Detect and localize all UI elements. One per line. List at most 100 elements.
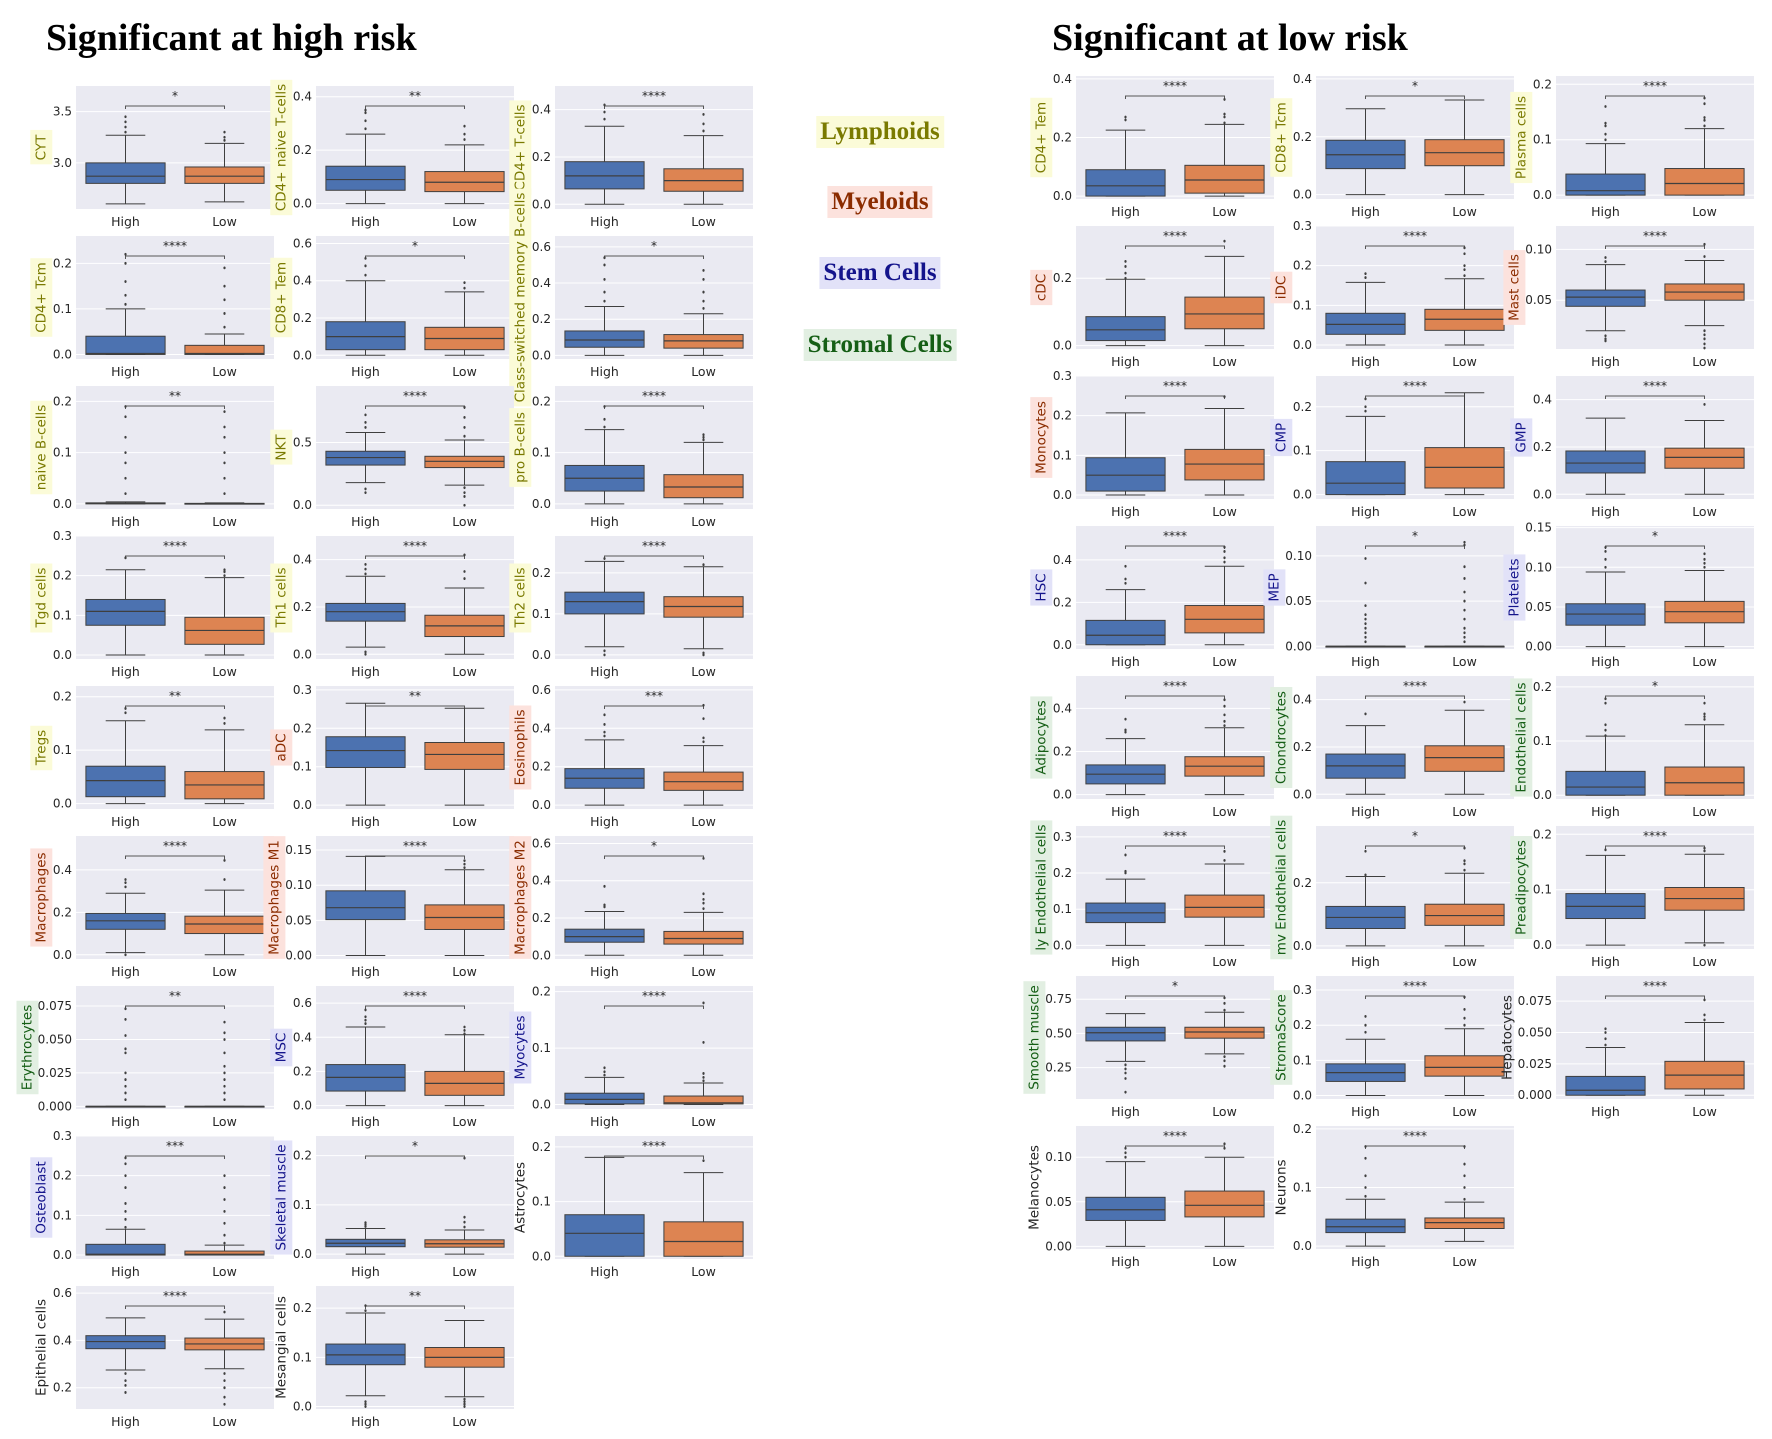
x-tick-label-low: Low	[452, 664, 477, 679]
outlier-point	[1703, 116, 1706, 119]
outlier-point	[223, 716, 226, 720]
box-high	[85, 556, 166, 656]
y-axis-label-text: CD4+ naive T-cells	[273, 84, 289, 211]
y-tick-label: 0.2	[1053, 595, 1072, 609]
y-axis-label: iDC	[1270, 271, 1293, 304]
x-tick-label-low: Low	[691, 664, 716, 679]
outlier-point	[124, 1078, 127, 1081]
category-highlight	[1270, 98, 1293, 177]
y-tick-label: 0.6	[532, 240, 551, 254]
x-tick-label-high: High	[111, 1114, 140, 1129]
significance-stars: *	[1412, 829, 1418, 843]
y-tick-label: 0.1	[53, 1208, 72, 1222]
outlier-point	[124, 878, 127, 881]
outlier-point	[1703, 943, 1706, 947]
x-tick-label-high: High	[590, 964, 619, 979]
box-iqr	[663, 474, 744, 499]
outlier-point	[364, 256, 367, 260]
outlier-point	[702, 651, 705, 655]
outlier-point	[124, 1174, 127, 1178]
y-tick-label: 0.3	[1053, 369, 1072, 383]
x-tick-label-low: Low	[1692, 504, 1717, 519]
y-tick-label: 0.00	[285, 948, 312, 962]
outlier-point	[603, 290, 606, 294]
box-low	[1184, 1142, 1265, 1247]
title-high-risk: Significant at high risk	[46, 17, 417, 59]
y-axis-label: Adipocytes	[1030, 696, 1053, 779]
outlier-point	[124, 293, 127, 297]
outlier-point	[1463, 1197, 1466, 1201]
significance-stars: ****	[1163, 379, 1187, 393]
y-tick-label: 0.2	[1053, 866, 1072, 880]
box-high	[564, 1156, 645, 1257]
y-tick-label: 0.2	[1293, 130, 1312, 144]
outlier-point	[223, 461, 226, 465]
outlier-point	[1463, 1186, 1466, 1189]
outlier-point	[1223, 98, 1226, 101]
y-tick-label: 0.2	[1053, 131, 1072, 145]
box-high	[564, 256, 645, 356]
x-tick-label-low: Low	[691, 364, 716, 379]
x-tick-label-high: High	[1351, 1254, 1380, 1269]
significance-stars: ***	[645, 689, 663, 703]
outlier-point	[364, 487, 367, 491]
outlier-point	[702, 907, 705, 911]
y-axis-label-text: Plasma cells	[1513, 96, 1529, 179]
outlier-point	[124, 461, 127, 465]
significance-stars: ****	[642, 989, 666, 1003]
y-axis-label-text: CYT	[33, 134, 49, 160]
outlier-point	[1364, 409, 1367, 413]
outlier-point	[1463, 862, 1466, 866]
outlier-point	[1364, 272, 1367, 276]
y-axis-label-text: Chondrocytes	[1273, 691, 1289, 784]
y-tick-label: 0.3	[293, 683, 312, 697]
outlier-point	[1124, 1146, 1127, 1150]
outlier-point	[1124, 1077, 1127, 1080]
box-low	[1424, 846, 1505, 947]
y-axis-label-text: NKT	[273, 434, 289, 461]
outlier-point	[1463, 1145, 1466, 1148]
box-iqr	[1424, 1055, 1505, 1077]
plot-background	[76, 386, 274, 509]
x-tick-label-low: Low	[452, 1264, 477, 1279]
y-tick-label: 0.4	[293, 1030, 312, 1044]
significance-bracket	[125, 855, 225, 859]
y-tick-label: 0.2	[1053, 409, 1072, 423]
x-tick-label-high: High	[1111, 954, 1140, 969]
outlier-point	[1364, 276, 1367, 279]
y-tick-label: 0.0	[1533, 487, 1552, 501]
x-tick-label-low: Low	[1452, 504, 1477, 519]
x-tick-label-high: High	[590, 814, 619, 829]
category-highlight	[30, 725, 53, 771]
box-low	[1424, 392, 1505, 496]
box-iqr	[1184, 894, 1265, 918]
y-axis-label: Macrophages M1	[263, 836, 286, 959]
category-highlight	[1503, 554, 1526, 621]
significance-stars: ****	[403, 839, 427, 853]
significance-stars: ****	[1163, 79, 1187, 93]
y-axis-label: Hepatocytes	[1500, 995, 1516, 1080]
y-axis-label: StromaScore	[1270, 990, 1293, 1085]
y-tick-label: 0.6	[532, 836, 551, 850]
x-tick-label-high: High	[1111, 804, 1140, 819]
y-tick-label: 0.4	[53, 863, 72, 877]
x-tick-label-low: Low	[1452, 654, 1477, 669]
outlier-point	[702, 306, 705, 310]
box-high	[1325, 1145, 1406, 1247]
y-tick-label: 0.0	[532, 1249, 551, 1263]
outlier-point	[1604, 701, 1607, 705]
y-tick-label: 0.2	[1293, 876, 1312, 890]
outlier-point	[364, 1309, 367, 1312]
y-tick-label: 0.4	[293, 274, 312, 288]
outlier-point	[463, 1220, 466, 1224]
outlier-point	[1364, 1156, 1367, 1160]
category-highlight	[509, 188, 532, 407]
outlier-point	[124, 1047, 127, 1051]
outlier-point	[1703, 552, 1706, 556]
outlier-point	[603, 278, 606, 281]
outlier-point	[124, 415, 127, 419]
